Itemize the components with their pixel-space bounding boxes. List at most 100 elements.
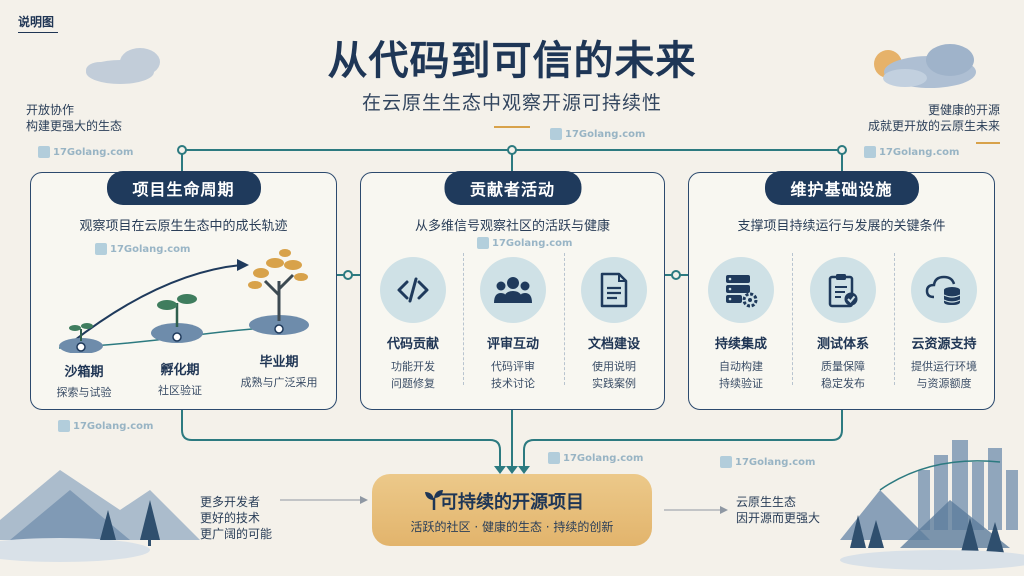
item-desc-line: 稳定发布 [821,377,865,390]
watermark: 17Golang.com [550,128,645,140]
note-line: 开放协作 [26,103,75,117]
panel-link-connectors [337,270,688,280]
watermark: 17Golang.com [58,420,153,432]
center-goal-box: 可持续的开源项目 活跃的社区 · 健康的生态 · 持续的创新 [372,474,652,546]
note-line: 更多开发者 [200,495,261,509]
note-line: 更健康的开源 [927,103,1000,117]
item-desc: 代码评审 技术讨论 [465,358,561,392]
panel-title: 维护基础设施 [764,171,919,205]
watermark-icon [548,452,560,464]
watermark-icon [864,146,876,158]
item-cloud-resources: 云资源支持 提供运行环境 与资源额度 [896,257,992,392]
watermark-text: 17Golang.com [563,452,644,464]
item-desc-line: 自动构建 [719,360,763,373]
cloud-left-decor [86,48,160,84]
note-bottom-right: 云原生生态 因开源而更强大 [736,494,820,526]
server-gear-icon [708,257,774,323]
watermark-icon [95,243,107,255]
note-line: 因开源而更强大 [736,511,821,525]
sprout-icon [425,490,443,510]
column-divider [792,253,793,385]
item-desc-line: 功能开发 [391,360,435,373]
stage-desc: 探索与试验 [56,386,112,399]
note-line: 更广阔的可能 [200,527,273,541]
watermark: 17Golang.com [95,243,190,255]
cloud-database-icon [911,257,977,323]
item-desc: 自动构建 持续验证 [693,358,789,392]
item-continuous-integration: 持续集成 自动构建 持续验证 [693,257,789,392]
panel-infrastructure: 维护基础设施 支撑项目持续运行与发展的关键条件 持续集成 自动构建 持续验证 测… [688,171,995,410]
bottom-arrows [494,466,530,474]
note-top-right: 更健康的开源 成就更开放的云原生未来 [868,102,1000,134]
note-line: 成就更开放的云原生未来 [867,119,1000,133]
watermark-text: 17Golang.com [879,146,960,158]
watermark-icon [477,237,489,249]
panel-title: 贡献者活动 [443,171,582,205]
diagram-tag: 说明图 [18,15,55,29]
item-title: 代码贡献 [386,337,439,352]
people-icon [480,257,546,323]
item-desc-line: 问题修复 [391,377,435,390]
panel-subtitle: 从多维信号观察社区的活跃与健康 [414,219,610,234]
item-desc-line: 质量保障 [821,360,865,373]
stage-desc: 成熟与广泛采用 [240,376,318,389]
item-title: 评审互动 [486,337,539,352]
item-desc-line: 持续验证 [719,377,763,390]
stage-sandbox: 沙箱期 探索与试验 [39,361,129,400]
item-title: 云资源支持 [911,337,977,352]
document-icon [581,257,647,323]
watermark-text: 17Golang.com [492,237,573,249]
watermark: 17Golang.com [864,146,959,158]
stage-incubating: 孵化期 社区验证 [135,359,225,398]
top-connector-nodes [177,145,847,155]
mountains-left-decor [0,470,200,562]
item-desc-line: 提供运行环境 [911,360,977,373]
watermark-text: 17Golang.com [565,128,646,140]
watermark-text: 17Golang.com [73,420,154,432]
watermark-text: 17Golang.com [735,456,816,468]
watermark-text: 17Golang.com [110,243,191,255]
column-divider [564,253,565,385]
stage-graduated: 毕业期 成熟与广泛采用 [227,351,331,390]
item-desc-line: 技术讨论 [491,377,535,390]
item-desc-line: 与资源额度 [916,377,972,390]
watermark: 17Golang.com [548,452,643,464]
stage-desc: 社区验证 [158,384,202,397]
city-swoosh-decor [879,460,1001,491]
bottom-connector [181,410,843,468]
center-subtitle: 活跃的社区 · 健康的生态 · 持续的创新 [410,520,614,534]
panel-lifecycle: 项目生命周期 观察项目在云原生生态中的成长轨迹 17Golang.com [30,171,337,410]
panel-contributors: 贡献者活动 从多维信号观察社区的活跃与健康 17Golang.com 代码贡献 … [360,171,665,410]
watermark-icon [720,456,732,468]
note-bottom-left: 更多开发者 更好的技术 更广阔的可能 [200,494,272,542]
item-desc: 质量保障 稳定发布 [795,358,891,392]
column-divider [894,253,895,385]
item-testing-system: 测试体系 质量保障 稳定发布 [795,257,891,392]
note-accent-bar [976,142,1000,144]
page-title: 从代码到可信的未来 [327,38,697,84]
title-accent-bar [494,126,530,128]
watermark-icon [38,146,50,158]
stage-title: 毕业期 [259,355,299,370]
center-title: 可持续的开源项目 [440,492,584,513]
item-documentation: 文档建设 使用说明 实践案例 [566,257,662,392]
item-title: 持续集成 [714,337,767,352]
growth-illustration [58,249,309,353]
item-desc: 功能开发 问题修复 [365,358,461,392]
item-review-interaction: 评审互动 代码评审 技术讨论 [465,257,561,392]
item-desc-line: 实践案例 [592,377,636,390]
watermark: 17Golang.com [477,237,572,249]
watermark-text: 17Golang.com [53,146,134,158]
watermark: 17Golang.com [38,146,133,158]
watermark-icon [550,128,562,140]
item-code-contribution: 代码贡献 功能开发 问题修复 [365,257,461,392]
stage-title: 沙箱期 [64,365,104,380]
page-subtitle: 在云原生生态中观察开源可持续性 [361,92,662,114]
note-line: 构建更强大的生态 [26,119,123,133]
diagram-tag-underline [18,32,58,33]
item-desc-line: 代码评审 [491,360,535,373]
item-title: 测试体系 [816,337,869,352]
panel-subtitle: 支撑项目持续运行与发展的关键条件 [737,219,946,234]
sun-cloud-decor [874,44,976,88]
